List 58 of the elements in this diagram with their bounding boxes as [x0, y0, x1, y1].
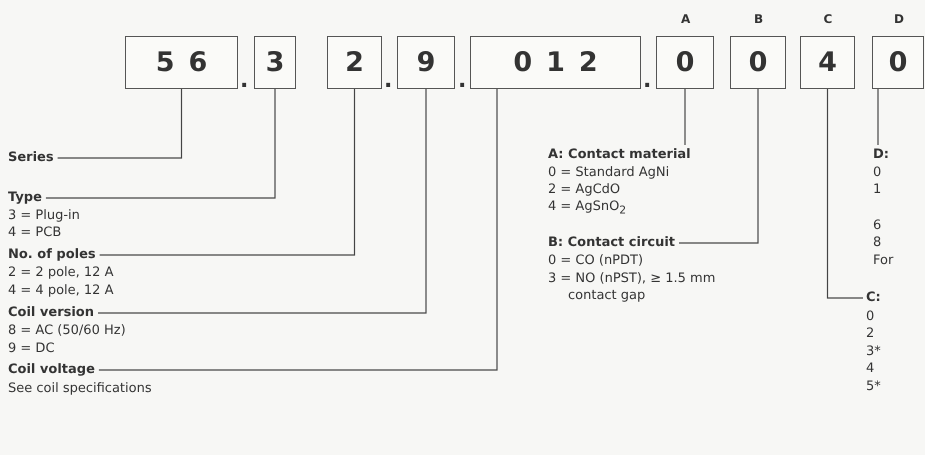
leader-line: [100, 89, 356, 256]
option-text: 2: [866, 326, 874, 342]
option-text: 3 = Plug-in: [8, 208, 80, 224]
code-digit-box: 0: [730, 36, 786, 89]
option-text: For: [873, 253, 894, 269]
leader-line: [98, 89, 498, 371]
code-digit-box: 56: [125, 36, 238, 89]
option-text: 3 = NO (nPST), ≥ 1.5 mm: [548, 271, 716, 287]
code-digit-box: 0: [872, 36, 924, 89]
field-heading: Type: [8, 190, 42, 206]
option-text: 4 = 4 pole, 12 A: [8, 283, 114, 299]
field-heading: Coil version: [8, 305, 94, 321]
position-letter: A: [681, 12, 690, 26]
separator-dot: .: [384, 70, 392, 92]
option-text: 0: [866, 309, 874, 325]
option-text: 4 = AgSnO$_{2}$: [548, 199, 626, 219]
leader-line: [826, 89, 863, 299]
option-text: 4 = PCB: [8, 225, 62, 241]
code-digit-box: 012: [470, 36, 641, 89]
leader-line: [98, 89, 427, 314]
option-text: 3*: [866, 344, 881, 360]
leader-line: [684, 89, 686, 145]
option-text: 0: [873, 165, 882, 181]
field-heading: B: Contact circuit: [548, 235, 675, 251]
leader-line: [46, 89, 276, 199]
option-text: 6: [873, 218, 882, 234]
option-text: 9 = DC: [8, 341, 55, 357]
position-letter: B: [754, 12, 764, 26]
option-text: 8 = AC (50/60 Hz): [8, 323, 126, 339]
code-digit-box: 4: [800, 36, 855, 89]
leader-line: [679, 89, 759, 244]
code-digit-box: 2: [327, 36, 382, 89]
field-heading: A: Contact material: [548, 147, 691, 163]
position-letter: C: [824, 12, 832, 26]
field-heading: No. of poles: [8, 247, 96, 263]
option-text: 1: [873, 182, 882, 198]
separator-dot: .: [240, 70, 248, 92]
option-text: 8: [873, 235, 882, 251]
option-text: See coil specifications: [8, 381, 152, 397]
option-text: 5*: [866, 379, 881, 395]
option-text: 2 = AgCdO: [548, 182, 620, 198]
leader-line: [877, 89, 879, 145]
code-digit-box: 9: [397, 36, 455, 89]
separator-dot: .: [458, 70, 466, 92]
field-heading: C:: [866, 290, 881, 306]
code-digit-box: 0: [656, 36, 714, 89]
separator-dot: .: [643, 70, 652, 92]
field-heading: Series: [8, 150, 54, 166]
position-letter: D: [894, 12, 904, 26]
leader-line: [58, 89, 182, 159]
field-heading: Coil voltage: [8, 362, 95, 378]
option-text: 4: [866, 361, 874, 377]
field-heading: D:: [873, 147, 889, 163]
code-digit-box: 3: [254, 36, 296, 89]
option-text: 0 = CO (nPDT): [548, 253, 644, 269]
option-text: 2 = 2 pole, 12 A: [8, 265, 114, 281]
option-text: contact gap: [568, 288, 646, 304]
option-text: 0 = Standard AgNi: [548, 165, 670, 181]
